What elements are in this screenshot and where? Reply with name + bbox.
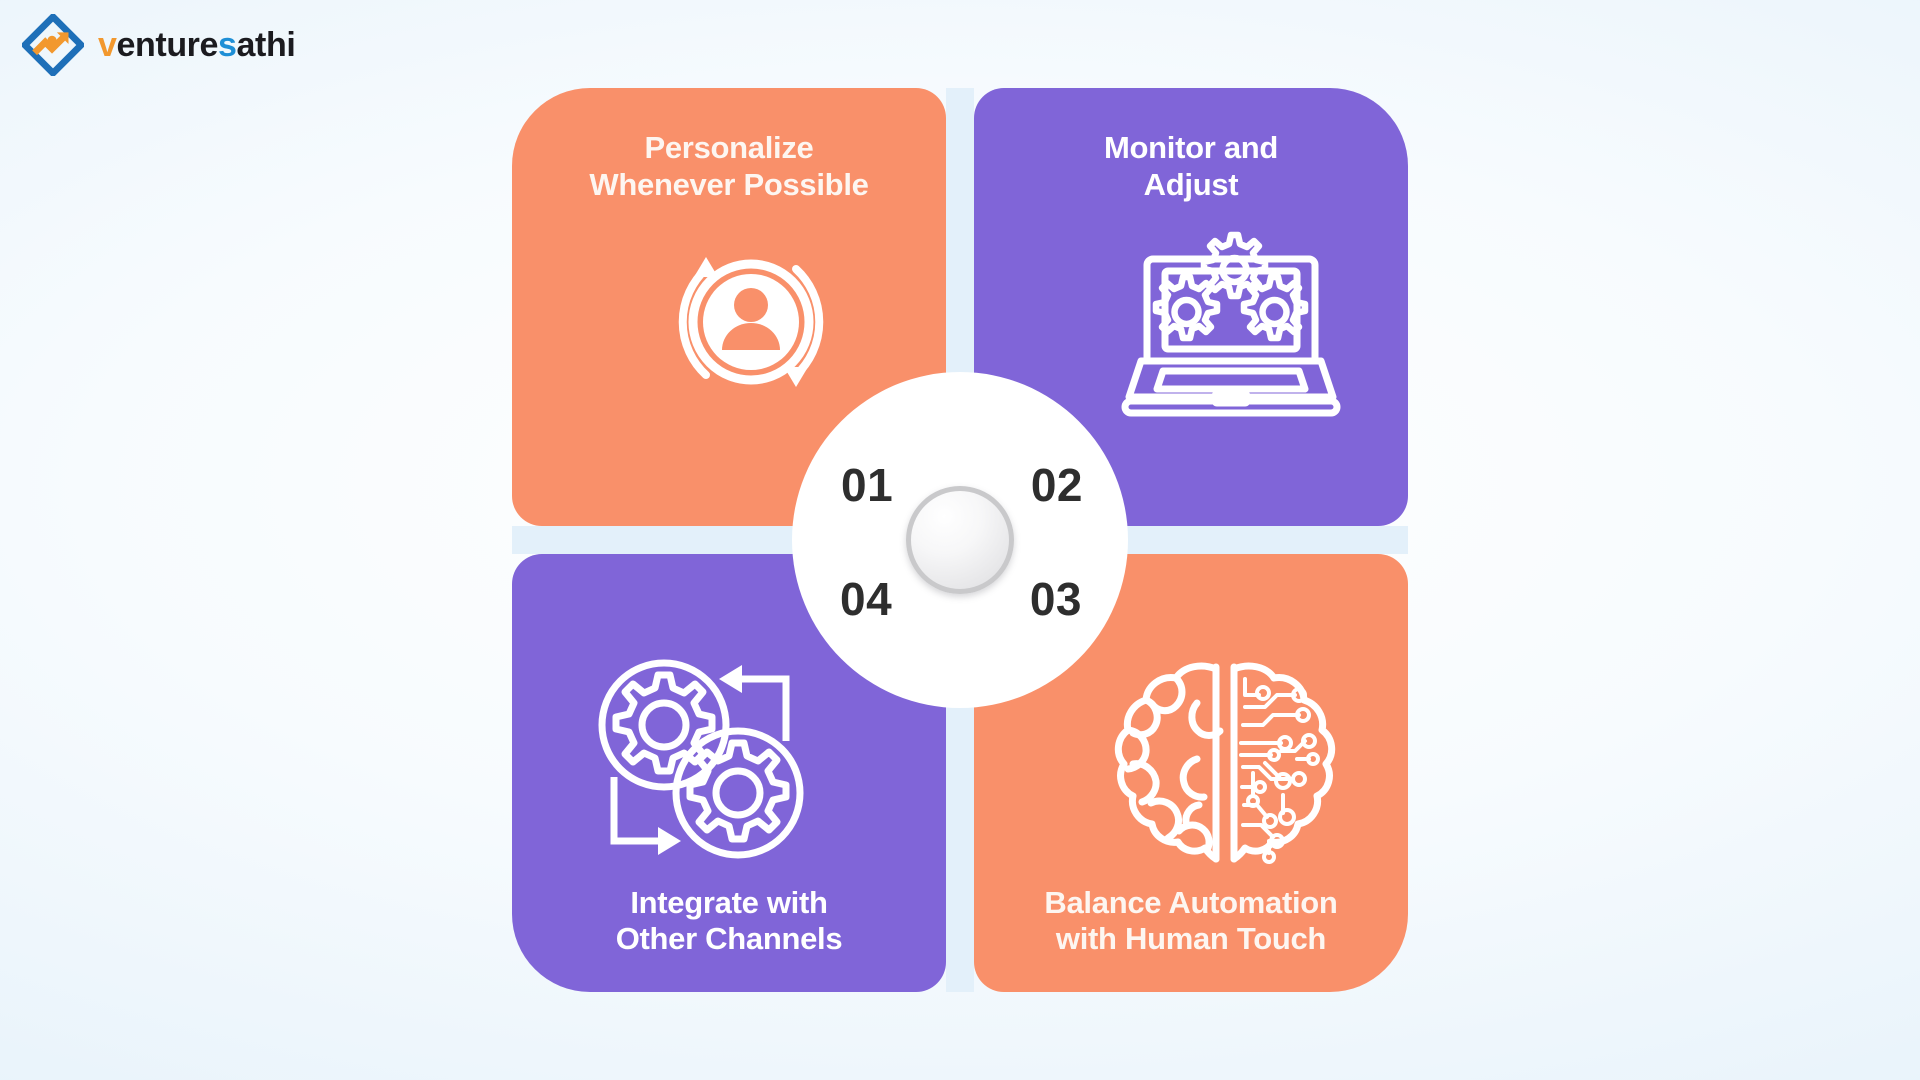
quadrant-03-icon-wrap	[974, 659, 1408, 873]
brand-wordmark: venturesathi	[98, 26, 296, 64]
quadrant-03-title: Balance Automation with Human Touch	[1044, 884, 1338, 957]
step-number-03: 03	[1029, 573, 1082, 625]
split-brain-circuit-icon	[1114, 662, 1336, 864]
wordmark-athi: athi	[236, 26, 296, 64]
venturesathi-diamond-chart-logo-icon	[22, 14, 84, 76]
step-number-01: 01	[841, 459, 894, 511]
quadrant-04-title: Integrate with Other Channels	[615, 884, 843, 957]
step-number-04: 04	[840, 573, 893, 625]
quadrant-card-01[interactable]: Personalize Whenever Possible	[512, 88, 946, 526]
wordmark-s: s	[218, 26, 237, 64]
four-step-quadrant-wheel: Personalize Whenever Possible	[512, 88, 1408, 992]
quadrant-02-icon-wrap	[974, 213, 1408, 417]
laptop-gears-icon	[1121, 231, 1341, 417]
center-hub-sphere	[906, 486, 1014, 594]
step-number-02: 02	[1030, 459, 1083, 511]
brand-logo[interactable]: venturesathi	[22, 14, 296, 76]
two-gears-arrows-icon	[598, 659, 804, 859]
quadrant-01-icon-wrap	[512, 213, 946, 423]
wordmark-enture: enture	[116, 26, 219, 64]
quadrant-02-title: Monitor and Adjust	[1103, 130, 1279, 202]
wordmark-v: v	[98, 26, 117, 64]
quadrant-01-title: Personalize Whenever Possible	[589, 130, 869, 202]
person-refresh-cycle-icon	[678, 257, 824, 388]
quadrant-04-icon-wrap	[512, 659, 946, 873]
